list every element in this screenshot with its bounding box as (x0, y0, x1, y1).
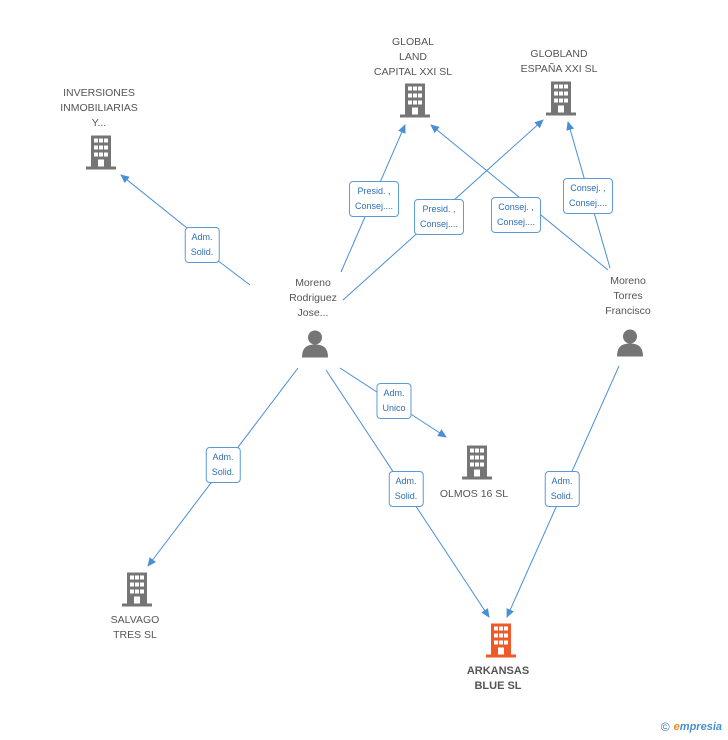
footer-brand: © empresia (661, 720, 722, 734)
connector-line (120, 174, 188, 229)
edge-label-adm-solid[interactable]: Adm. Solid. (544, 471, 580, 507)
node-label-moreno-torres[interactable]: Moreno Torres Francisco (605, 275, 651, 317)
node-label-globland[interactable]: GLOBLAND ESPAÑA XXI SL (520, 48, 598, 75)
node-label-inversiones[interactable]: INVERSIONES INMOBILIARIAS Y... (60, 87, 138, 129)
connector-line (216, 259, 251, 286)
building-icon (400, 83, 430, 123)
building-icon (86, 135, 116, 175)
node-label-moreno-rodriguez[interactable]: Moreno Rodriguez Jose... (289, 277, 337, 319)
node-label-arkansas[interactable]: ARKANSAS BLUE SL (466, 665, 530, 692)
building-icon (122, 572, 152, 612)
brand-logo[interactable]: empresia (673, 721, 722, 733)
node-label-global-land[interactable]: GLOBAL LAND CAPITAL XXI SL (373, 36, 453, 78)
edge-label-adm-solid[interactable]: Adm. Solid. (388, 471, 424, 507)
node-label-olmos[interactable]: OLMOS 16 SL (439, 488, 509, 500)
building-icon (486, 623, 516, 663)
edge-label-adm-solid[interactable]: Adm. Solid. (205, 447, 241, 483)
edge-label-adm-solid[interactable]: Adm. Solid. (184, 227, 220, 263)
copyright-icon: © (660, 720, 670, 734)
edge-label-consej-consej[interactable]: Consej. , Consej.... (490, 197, 542, 233)
building-icon (462, 445, 492, 485)
edge-label-adm-unico[interactable]: Adm. Unico (376, 383, 412, 419)
person-icon (616, 329, 644, 362)
person-icon (301, 330, 329, 363)
edge-label-presid-consej[interactable]: Presid. , Consej.... (413, 199, 465, 235)
edge-label-consej-consej[interactable]: Consej. , Consej.... (562, 178, 614, 214)
building-icon (546, 81, 576, 121)
node-label-salvago[interactable]: SALVAGO TRES SL (110, 614, 160, 641)
edge-label-presid-consej[interactable]: Presid. , Consej.... (348, 181, 400, 217)
